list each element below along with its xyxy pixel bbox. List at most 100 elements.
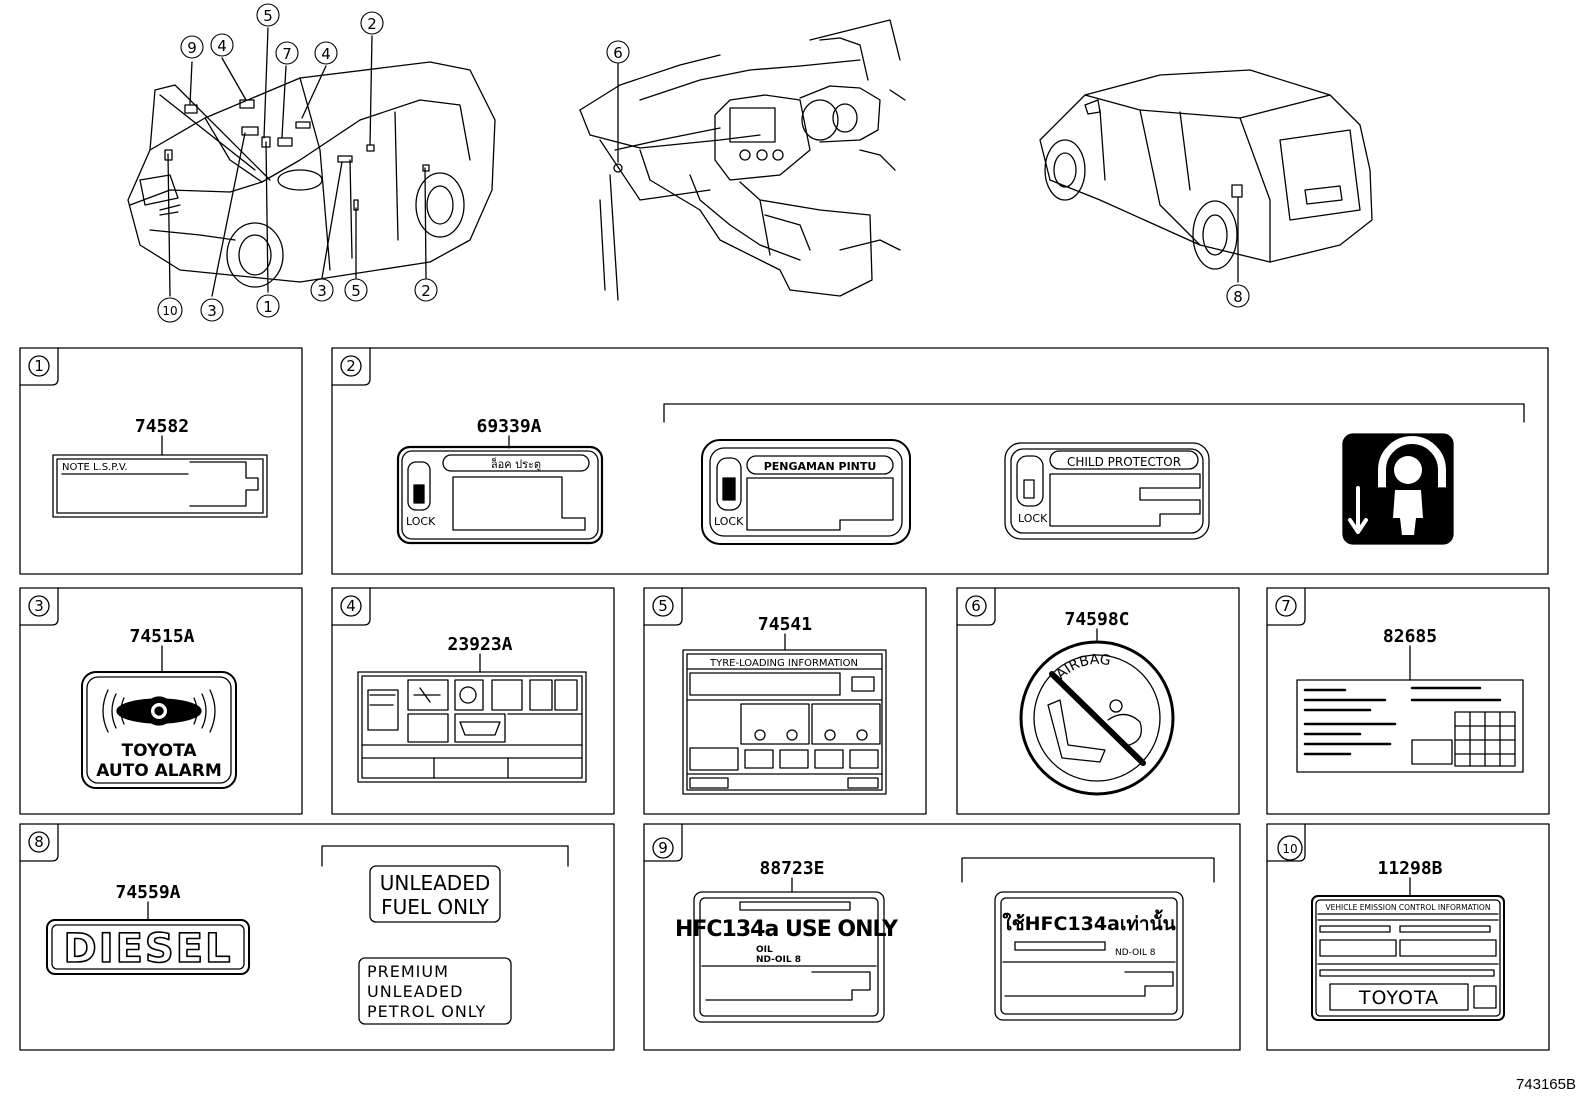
label-child-protector: LOCK CHILD PROTECTOR bbox=[1004, 442, 1210, 540]
svg-text:3: 3 bbox=[207, 302, 217, 320]
label-74582 bbox=[52, 454, 268, 518]
panel-number: 8 bbox=[34, 833, 44, 851]
panel-2: 2 69339A LOCK ล็อค ประตู LOCK PENGAMAN P… bbox=[331, 347, 1549, 575]
panel-8: 8 74559A DIESEL UNLEADED FUEL ONLY PREMI… bbox=[19, 823, 615, 1051]
part-number: 74598C bbox=[1064, 609, 1129, 630]
part-number: 74541 bbox=[758, 614, 812, 635]
label-tyre-loading: TYRE-LOADING INFORMATION bbox=[682, 649, 887, 795]
panel-5: 5 74541 TYRE-LOADING INFORMATION bbox=[643, 587, 927, 815]
svg-text:ล็อค ประตู: ล็อค ประตู bbox=[491, 457, 541, 471]
front-vehicle-illustration bbox=[127, 61, 496, 288]
label-hfc134a-use-only: HFC134a USE ONLY OIL ND-OIL 8 bbox=[675, 891, 900, 1023]
label-diesel: DIESEL bbox=[46, 919, 250, 975]
svg-text:LOCK: LOCK bbox=[714, 515, 744, 528]
svg-text:OIL: OIL bbox=[756, 945, 773, 955]
panel-number: 5 bbox=[658, 597, 668, 615]
label-premium-unleaded-petrol: PREMIUM UNLEADED PETROL ONLY bbox=[358, 957, 512, 1025]
part-number: 74559A bbox=[115, 882, 180, 903]
part-number: 11298B bbox=[1377, 858, 1442, 879]
svg-text:LOCK: LOCK bbox=[1018, 512, 1048, 525]
svg-text:UNLEADED: UNLEADED bbox=[380, 871, 491, 895]
label-hfc134a-thai: ใช้HFC134aเท่านั้น ND-OIL 8 bbox=[994, 891, 1184, 1021]
callout-2: 2 bbox=[360, 11, 384, 35]
svg-text:3: 3 bbox=[317, 282, 327, 300]
callout-1: 1 bbox=[256, 294, 280, 318]
svg-text:8: 8 bbox=[1233, 288, 1243, 306]
label-auto-alarm: TOYOTA AUTO ALARM bbox=[81, 671, 237, 789]
svg-text:TOYOTA: TOYOTA bbox=[121, 741, 197, 761]
panel-4: 4 23923A bbox=[331, 587, 615, 815]
callout-5: 5 bbox=[256, 3, 280, 27]
callout-9: 9 bbox=[180, 35, 204, 59]
callout-8: 8 bbox=[1226, 284, 1250, 308]
dashboard-illustration bbox=[579, 19, 906, 301]
panel-1: 1 74582 NOTE L.S.P.V. bbox=[19, 347, 303, 575]
diagram-reference-number: 743165B bbox=[1515, 1076, 1576, 1093]
label-unleaded-fuel-only: UNLEADED FUEL ONLY bbox=[369, 865, 501, 923]
svg-text:TYRE-LOADING INFORMATION: TYRE-LOADING INFORMATION bbox=[709, 658, 858, 669]
part-number: 69339A bbox=[476, 416, 541, 437]
part-number: 23923A bbox=[447, 634, 512, 655]
svg-text:LOCK: LOCK bbox=[406, 515, 436, 528]
svg-text:CHILD PROTECTOR: CHILD PROTECTOR bbox=[1067, 455, 1181, 469]
svg-text:7: 7 bbox=[282, 45, 292, 63]
callout-leaders-front bbox=[167, 27, 427, 297]
callout-4: 4 bbox=[314, 41, 338, 65]
panel-3: 3 74515A TOYOTA AUTO ALARM bbox=[19, 587, 303, 815]
svg-text:10: 10 bbox=[162, 304, 177, 318]
svg-text:PETROL ONLY: PETROL ONLY bbox=[367, 1002, 486, 1021]
panel-9: 9 88723E HFC134a USE ONLY OIL ND-OIL 8 ใ… bbox=[643, 823, 1241, 1051]
panel-number: 9 bbox=[658, 839, 668, 857]
callout-4: 4 bbox=[210, 33, 234, 57]
panel-number: 3 bbox=[34, 597, 44, 615]
svg-text:2: 2 bbox=[421, 282, 431, 300]
svg-text:ND-OIL 8: ND-OIL 8 bbox=[756, 955, 801, 965]
panel-number: 1 bbox=[34, 357, 44, 375]
panel-10: 10 11298B VEHICLE EMISSION CONTROL INFOR… bbox=[1266, 823, 1550, 1051]
callout-2: 2 bbox=[414, 278, 438, 302]
callout-6: 6 bbox=[606, 40, 630, 64]
svg-text:HFC134a USE ONLY: HFC134a USE ONLY bbox=[675, 917, 899, 942]
callouts: 9 4 5 7 4 2 10 3 1 3 5 2 6 8 bbox=[157, 3, 1250, 323]
svg-text:4: 4 bbox=[217, 37, 227, 55]
svg-text:4: 4 bbox=[321, 45, 331, 63]
callout-10: 10 bbox=[157, 297, 183, 323]
label-airbag-warning: AIRBAG bbox=[1019, 640, 1175, 796]
svg-text:ND-OIL 8: ND-OIL 8 bbox=[1115, 948, 1156, 958]
label-emission-control: VEHICLE EMISSION CONTROL INFORMATION TOY… bbox=[1311, 895, 1505, 1021]
part-number: 74582 bbox=[135, 416, 189, 437]
callout-3: 3 bbox=[200, 298, 224, 322]
panel-number: 7 bbox=[1281, 597, 1291, 615]
svg-text:FUEL ONLY: FUEL ONLY bbox=[381, 895, 489, 919]
label-82685 bbox=[1296, 679, 1524, 773]
label-lock-thai: LOCK ล็อค ประตู bbox=[396, 445, 604, 545]
callout-7: 7 bbox=[275, 41, 299, 65]
part-number: 88723E bbox=[759, 858, 824, 879]
svg-text:PENGAMAN PINTU: PENGAMAN PINTU bbox=[764, 460, 877, 473]
svg-text:5: 5 bbox=[351, 282, 361, 300]
svg-text:PREMIUM: PREMIUM bbox=[367, 962, 449, 981]
svg-text:1: 1 bbox=[263, 298, 273, 316]
svg-text:AUTO ALARM: AUTO ALARM bbox=[96, 761, 222, 781]
svg-text:VEHICLE EMISSION CONTROL INFOR: VEHICLE EMISSION CONTROL INFORMATION bbox=[1326, 903, 1491, 912]
svg-text:DIESEL: DIESEL bbox=[63, 926, 232, 972]
svg-text:2: 2 bbox=[367, 15, 377, 33]
panel-number: 4 bbox=[346, 597, 356, 615]
svg-text:TOYOTA: TOYOTA bbox=[1358, 987, 1439, 1009]
panel-number: 10 bbox=[1282, 842, 1297, 856]
svg-text:NOTE L.S.P.V.: NOTE L.S.P.V. bbox=[62, 462, 128, 473]
svg-text:UNLEADED: UNLEADED bbox=[367, 982, 463, 1001]
panel-number: 6 bbox=[971, 597, 981, 615]
callout-3: 3 bbox=[310, 278, 334, 302]
panel-7: 7 82685 bbox=[1266, 587, 1550, 815]
rear-vehicle-illustration bbox=[1039, 69, 1373, 270]
panel-number: 2 bbox=[346, 357, 356, 375]
label-23923A bbox=[357, 671, 587, 783]
svg-text:9: 9 bbox=[187, 39, 197, 57]
part-number: 82685 bbox=[1383, 626, 1437, 647]
label-pengaman-pintu: LOCK PENGAMAN PINTU bbox=[701, 439, 911, 545]
svg-text:AIRBAG: AIRBAG bbox=[1053, 652, 1111, 683]
part-number: 74515A bbox=[129, 626, 194, 647]
svg-text:6: 6 bbox=[613, 44, 623, 62]
